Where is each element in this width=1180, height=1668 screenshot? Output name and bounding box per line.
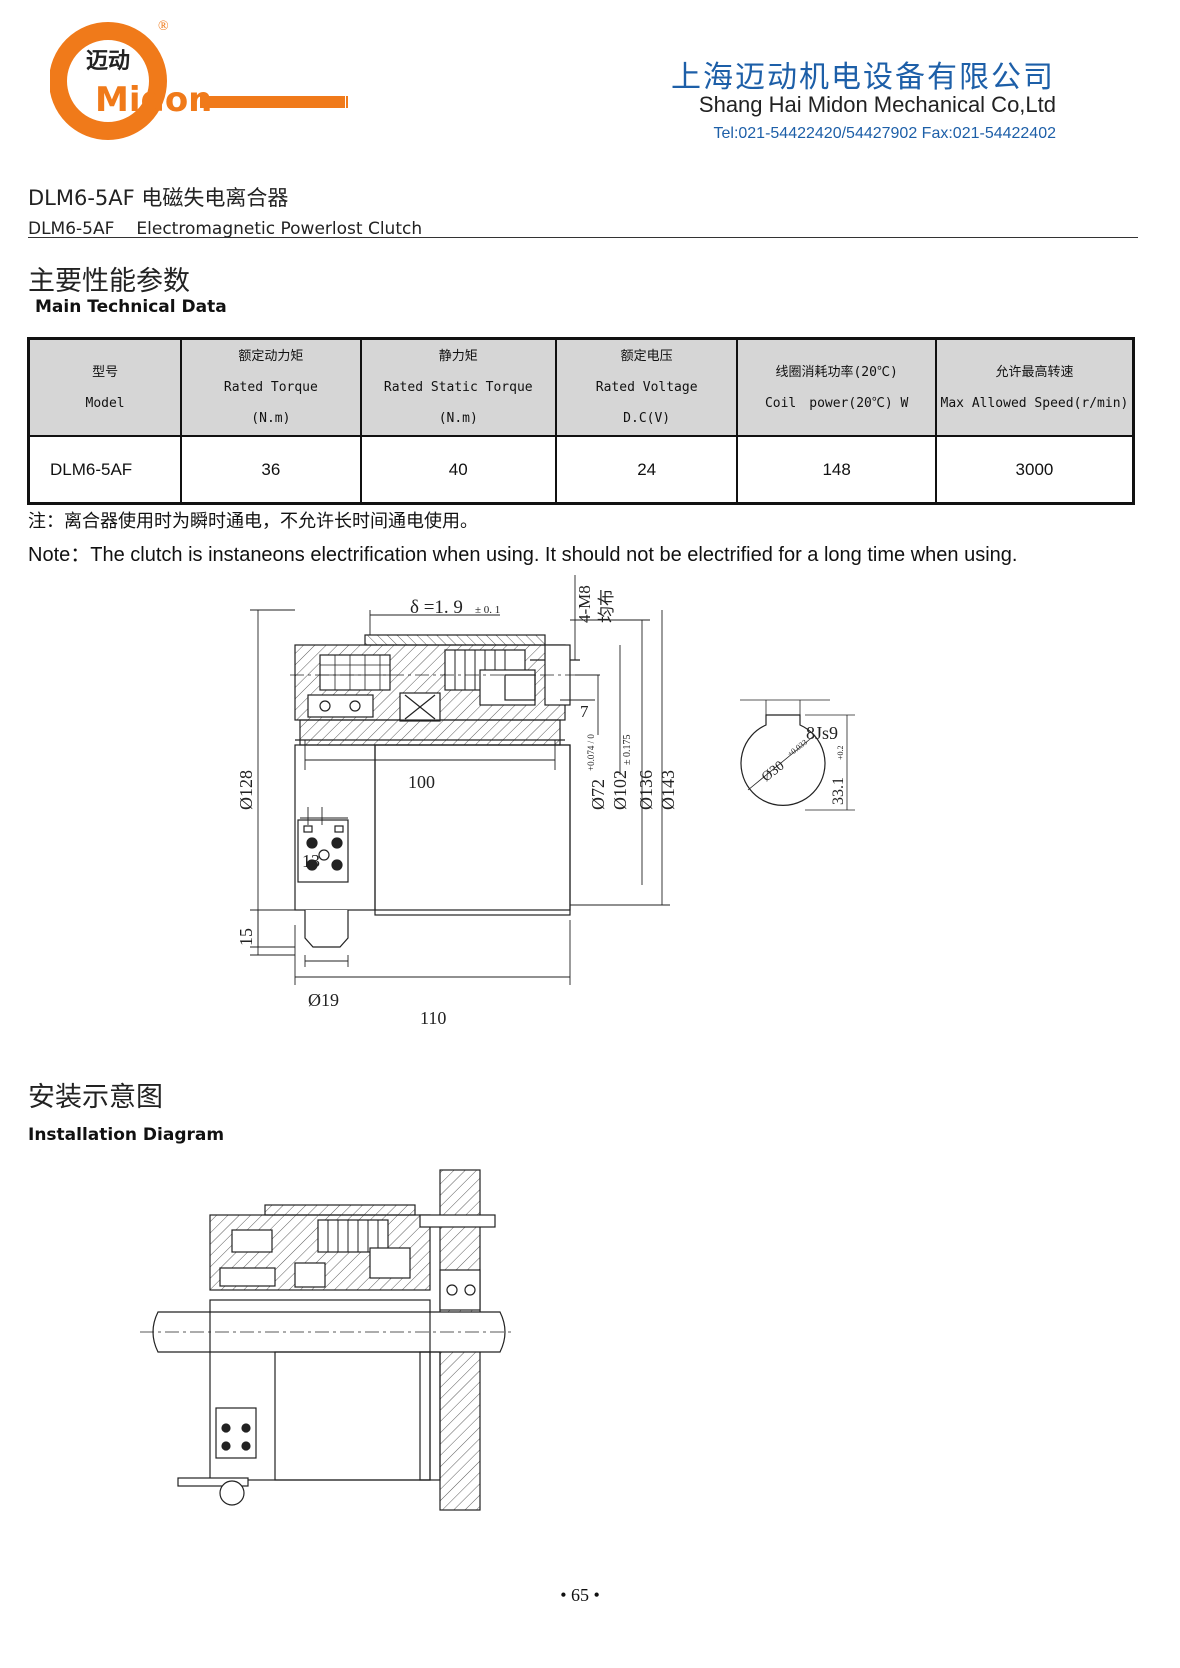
note-en: Note：The clutch is instaneons electrific… xyxy=(28,544,1018,566)
product-model: DLM6-5AF xyxy=(28,219,115,239)
dim-d102: Ø102 xyxy=(610,770,630,810)
dim-d72: Ø72 xyxy=(588,779,608,810)
dim-d19: Ø19 xyxy=(308,990,339,1010)
dim-bore: Ø30 xyxy=(759,758,787,785)
table-header-cell: 线圈消耗功率(20℃)Coil power(20℃) W xyxy=(736,337,937,437)
dim-d128: Ø128 xyxy=(236,770,256,810)
dim-gap: δ =1. 9 xyxy=(410,597,463,618)
logo-cn-text: 迈动 xyxy=(86,48,130,73)
table-cell: DLM6-5AF xyxy=(27,435,183,505)
company-name-cn: 上海迈动机电设备有限公司 xyxy=(671,60,1055,95)
install-heading-cn: 安装示意图 xyxy=(28,1082,163,1113)
product-title-en: DLM6-5AF Electromagnetic Powerlost Clutch xyxy=(28,219,422,239)
page-number: • 65 • xyxy=(560,1585,600,1605)
install-terminal-block xyxy=(215,1407,257,1459)
dim-d72-tolerance: +0.074 / 0 xyxy=(586,734,596,771)
dim-key-height: 33.1 xyxy=(830,777,847,805)
dim-110: 110 xyxy=(420,1008,446,1028)
dim-d136: Ø136 xyxy=(636,770,656,810)
terminal-block xyxy=(297,819,349,883)
registered-mark: ® xyxy=(158,20,169,34)
shaft-key-section xyxy=(740,699,855,811)
dim-7: 7 xyxy=(580,702,589,721)
install-heading-en: Installation Diagram xyxy=(28,1125,225,1145)
company-name-en: Shang Hai Midon Mechanical Co,Ltd xyxy=(698,92,1056,117)
dim-100: 100 xyxy=(408,772,435,792)
dim-d143: Ø143 xyxy=(658,770,678,810)
dim-13: 13 xyxy=(302,851,320,871)
dim-gap-tolerance: ± 0. 1 xyxy=(475,604,500,616)
table-cell: 24 xyxy=(554,435,739,505)
product-type: Electromagnetic Powerlost Clutch xyxy=(136,219,423,239)
title-rule xyxy=(28,237,1138,238)
table-cell: 148 xyxy=(736,435,937,505)
main-data-heading-en: Main Technical Data xyxy=(35,297,227,317)
midon-logo: 迈动 Midon ® xyxy=(49,19,350,150)
table-row: DLM6-5AF 36 40 24 148 3000 xyxy=(27,435,1135,505)
dimension-drawing: δ =1. 9 ± 0. 1 4-M8 均布 Ø128 100 7 Ø72 +0… xyxy=(236,575,855,1028)
table-cell: 3000 xyxy=(934,435,1135,505)
main-data-heading-cn: 主要性能参数 xyxy=(28,266,190,297)
table-cell: 40 xyxy=(359,435,557,505)
note-cn: 注：离合器使用时为瞬时通电，不允许长时间通电使用。 xyxy=(28,511,478,532)
product-title-cn: DLM6-5AF 电磁失电离合器 xyxy=(28,186,289,210)
dim-key-height-tolerance: +0.2 xyxy=(836,745,845,760)
dim-key-width: 8Js9 xyxy=(806,723,838,743)
dim-bore-tolerance: +0.033 xyxy=(786,738,809,759)
dim-d102-tolerance: ± 0.175 xyxy=(622,735,633,766)
company-contact: Tel:021-54422420/54427902 Fax:021-544224… xyxy=(713,125,1056,142)
dim-bolts-cn: 均布 xyxy=(597,589,616,623)
dim-bolts: 4-M8 xyxy=(575,585,594,623)
table-cell: 36 xyxy=(180,435,362,505)
installation-drawing xyxy=(140,1169,515,1511)
logo-en-text: Midon xyxy=(95,80,212,120)
dim-15: 15 xyxy=(236,928,256,946)
